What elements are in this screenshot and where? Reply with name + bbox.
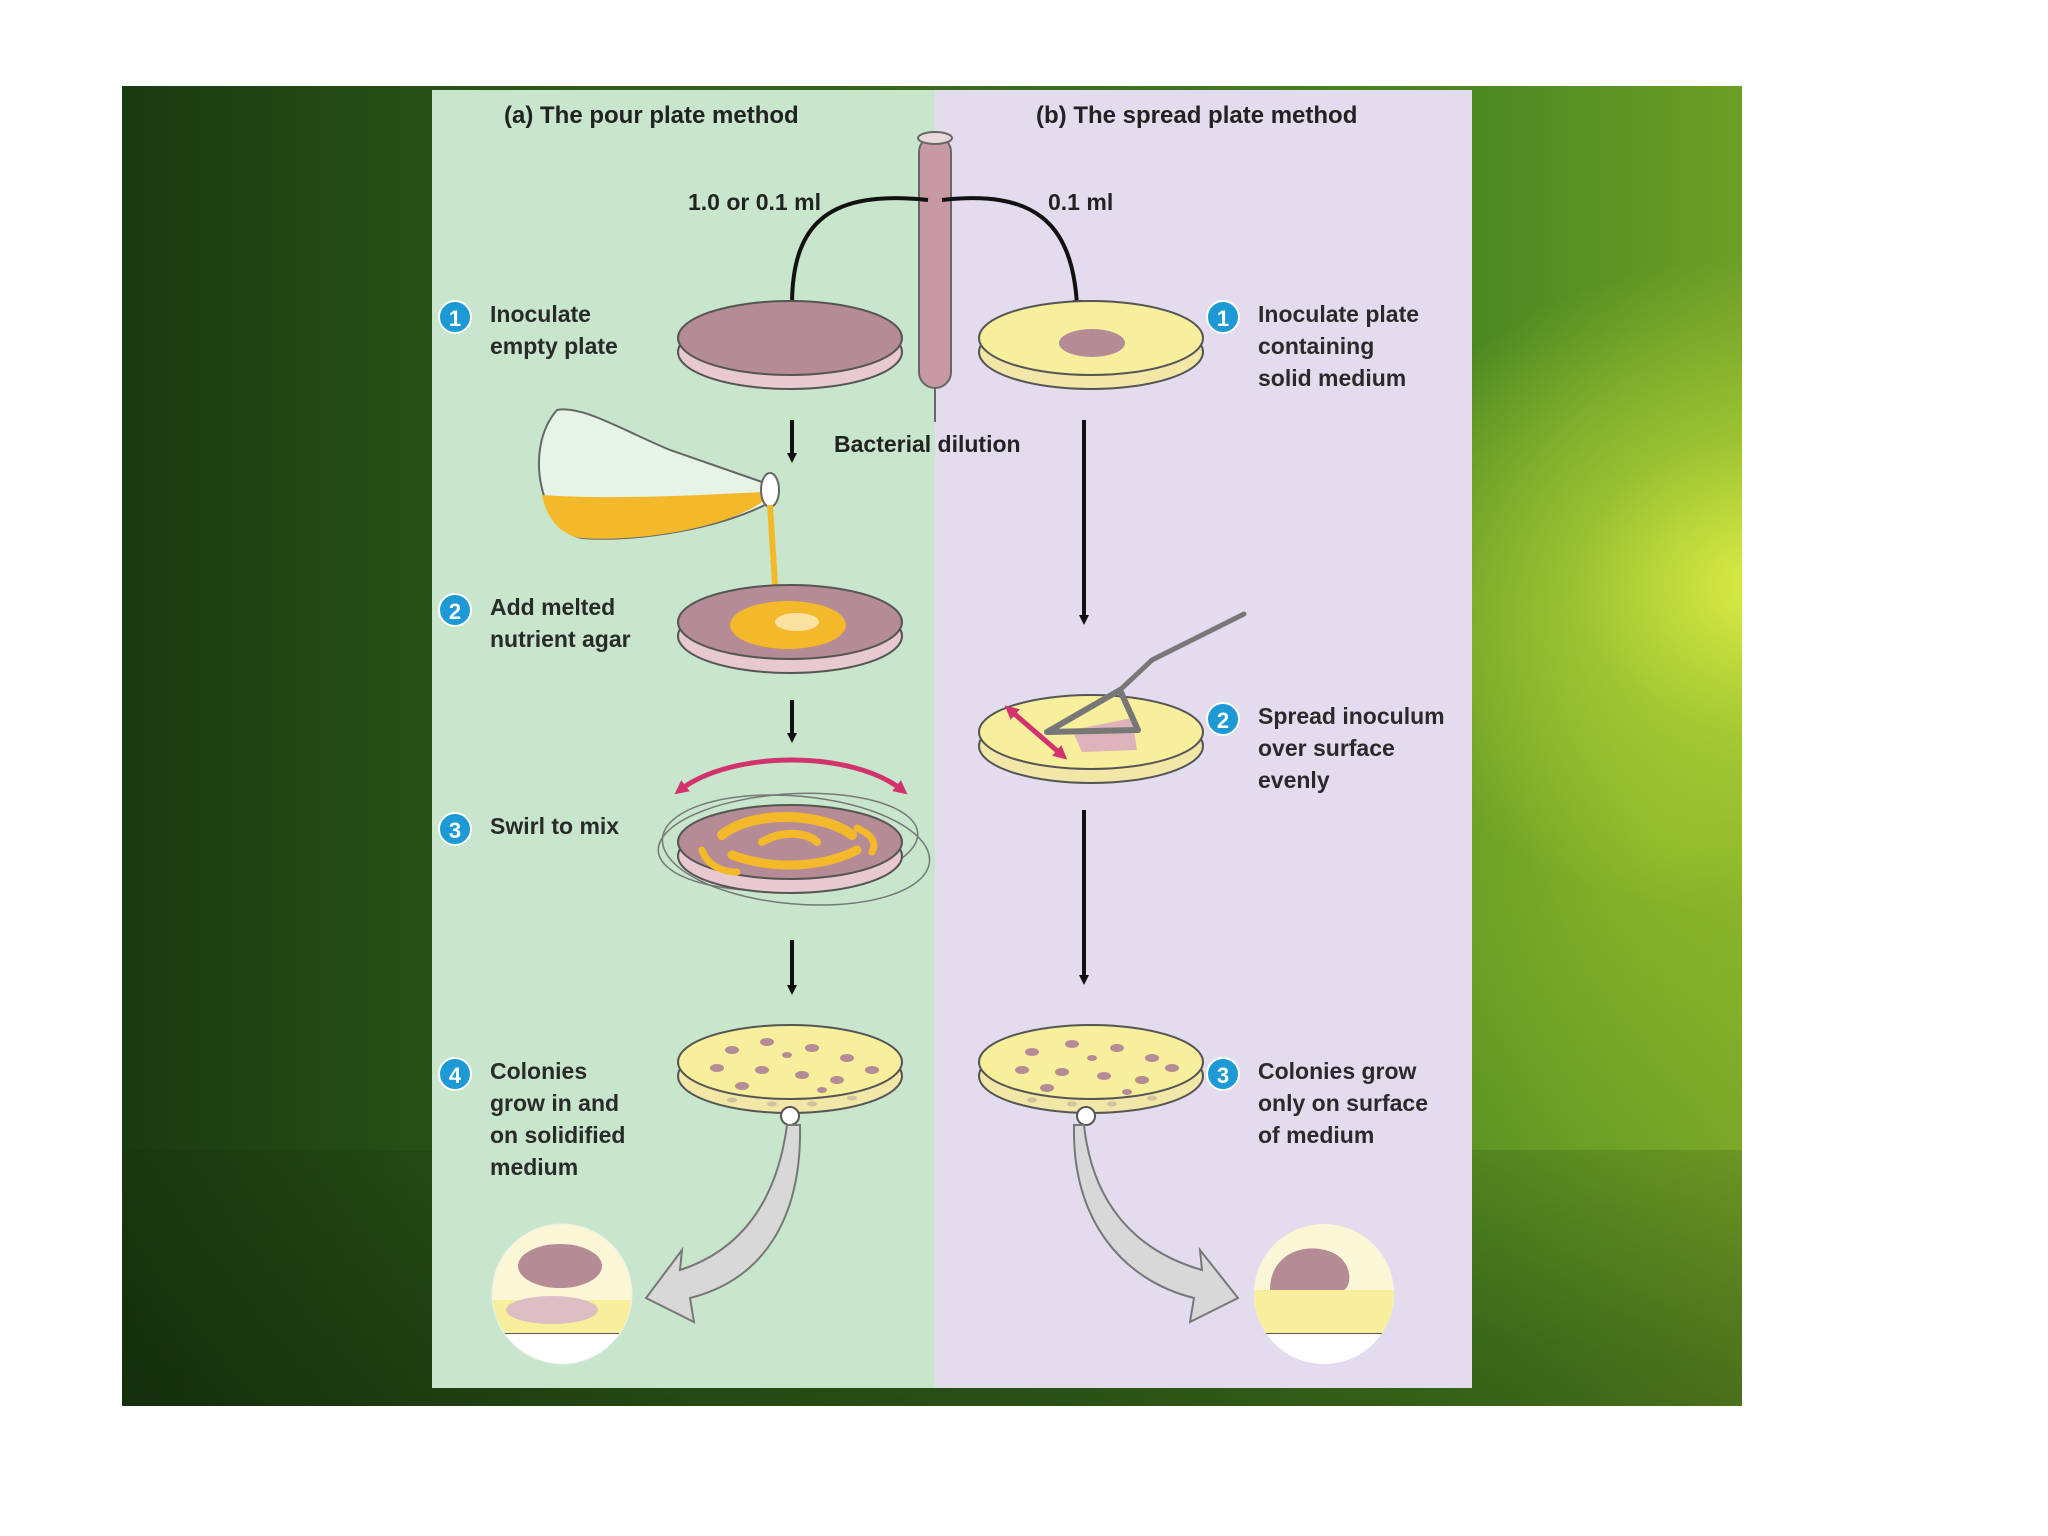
pour-plate-4-colonies bbox=[677, 1024, 903, 1126]
zoom-arrow-pour bbox=[644, 1124, 802, 1324]
spread-step-1-badge: 1 bbox=[1206, 300, 1240, 334]
flask-melted-agar bbox=[537, 408, 780, 601]
pour-step-3-badge: 3 bbox=[438, 812, 472, 846]
pour-step-1-label: Inoculate empty plate bbox=[490, 301, 618, 359]
pour-plate-3-swirl bbox=[657, 757, 931, 906]
spread-step-2-label: Spread inoculum over surface evenly bbox=[1258, 703, 1445, 793]
spread-plate-2-spreader bbox=[978, 611, 1247, 784]
pour-plate-2 bbox=[677, 584, 903, 674]
zoom-arrow-spread bbox=[1072, 1124, 1240, 1324]
zoom-cross-section-spread bbox=[1254, 1224, 1394, 1364]
tube-label: Bacterial dilution bbox=[834, 431, 1021, 457]
spread-step-3-label: Colonies grow only on surface of medium bbox=[1258, 1058, 1428, 1148]
pour-header: (a) The pour plate method bbox=[504, 100, 799, 132]
pour-step-4-badge: 4 bbox=[438, 1057, 472, 1091]
spread-step-2-badge: 2 bbox=[1206, 702, 1240, 736]
spread-volume-label: 0.1 ml bbox=[1048, 189, 1114, 215]
pour-header-text: The pour plate method bbox=[540, 102, 799, 129]
spread-step-3-badge: 3 bbox=[1206, 1057, 1240, 1091]
spread-step-1-label: Inoculate plate containing solid medium bbox=[1258, 301, 1420, 391]
transfer-arrow-spread bbox=[941, 196, 1082, 310]
zoom-cross-section-pour bbox=[491, 1223, 633, 1365]
spread-header-text: The spread plate method bbox=[1073, 102, 1358, 129]
spread-plate-1 bbox=[978, 300, 1204, 390]
pour-plate-1 bbox=[677, 300, 903, 390]
spread-plate-3-colonies bbox=[978, 1024, 1204, 1126]
pour-step-1-badge: 1 bbox=[438, 300, 472, 334]
diagram-artwork bbox=[491, 131, 1394, 1365]
pour-step-3-label: Swirl to mix bbox=[490, 813, 620, 839]
spread-header: (b) The spread plate method bbox=[1036, 100, 1357, 132]
plating-methods-figure: (a) The pour plate method (b) The spread… bbox=[432, 90, 1472, 1388]
pour-step-2-badge: 2 bbox=[438, 593, 472, 627]
pour-step-2-label: Add melted nutrient agar bbox=[490, 594, 631, 652]
pour-volume-label: 1.0 or 0.1 ml bbox=[688, 189, 821, 215]
spread-header-letter: (b) bbox=[1036, 102, 1067, 129]
pour-step-4-label: Colonies grow in and on solidified mediu… bbox=[490, 1058, 626, 1180]
test-tube bbox=[917, 131, 953, 422]
pour-header-letter: (a) bbox=[504, 102, 534, 129]
transfer-arrow-pour bbox=[787, 196, 929, 310]
